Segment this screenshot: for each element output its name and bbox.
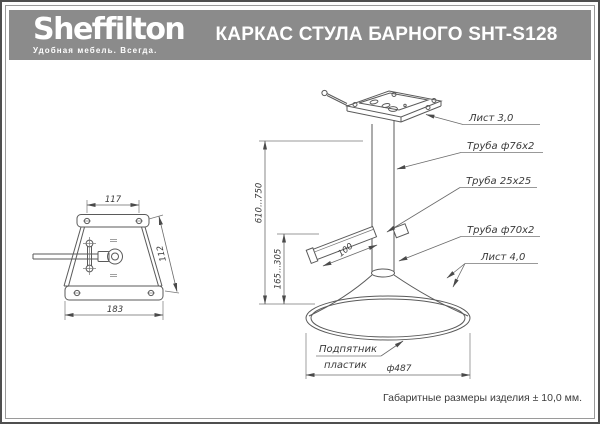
label-footpad-line1: Подпятник <box>319 344 377 355</box>
label-tube-column-text: Труба ф76х2 <box>467 140 534 152</box>
label-tube-footrest: Труба 25х25 <box>386 175 537 233</box>
dim-bottom-width-value: 183 <box>107 305 123 315</box>
brand-tagline: Удобная мебель. Всегда. <box>33 46 158 55</box>
dim-side-depth: 112 <box>148 214 180 294</box>
label-tube-lower-text: Труба ф70х2 <box>467 224 534 236</box>
technical-drawing: 117 183 112 <box>32 89 543 379</box>
label-sheet-top-text: Лист 3,0 <box>468 113 513 124</box>
label-sheet-base: Лист 4,0 <box>446 252 538 288</box>
dim-height-range-value: 610...750 <box>255 183 265 224</box>
dim-base-diameter-value: ф487 <box>387 364 412 374</box>
dim-side-depth-value: 112 <box>155 244 169 262</box>
label-sheet-base-text: Лист 4,0 <box>480 252 525 263</box>
brand-logo: Sheffilton Удобная мебель. Всегда. <box>33 12 188 56</box>
label-tube-column: Труба ф76х2 <box>396 140 543 170</box>
tolerance-note: Габаритные размеры изделия ± 10,0 мм. <box>383 392 582 404</box>
side-view-drawing: 100 610...750 165...305 <box>255 89 543 379</box>
dim-top-width-value: 117 <box>105 195 122 205</box>
dim-base-diameter: ф487 <box>305 333 471 379</box>
label-tube-lower: Труба ф70х2 <box>398 224 540 262</box>
dim-footrest-height-range: 165...305 <box>274 233 319 305</box>
label-footpad-line2: пластик <box>324 360 367 371</box>
dim-height-range: 610...750 <box>255 140 363 305</box>
label-footpad: Подпятник пластик <box>316 340 404 371</box>
dim-bottom-width: 183 <box>64 301 164 320</box>
dim-top-width: 117 <box>86 195 140 213</box>
page-title: КАРКАС СТУЛА БАРНОГО SHT-S128 <box>215 24 558 45</box>
dim-footrest-height-value: 165...305 <box>274 249 284 290</box>
header-band: Sheffilton Удобная мебель. Всегда. КАРКА… <box>9 10 591 60</box>
sheet-inner-frame: Sheffilton Удобная мебель. Всегда. КАРКА… <box>5 5 595 419</box>
top-view-drawing: 117 183 112 <box>32 195 180 320</box>
label-tube-footrest-text: Труба 25х25 <box>466 175 531 187</box>
brand-name: Sheffilton <box>33 12 186 47</box>
label-sheet-top: Лист 3,0 <box>425 113 540 125</box>
